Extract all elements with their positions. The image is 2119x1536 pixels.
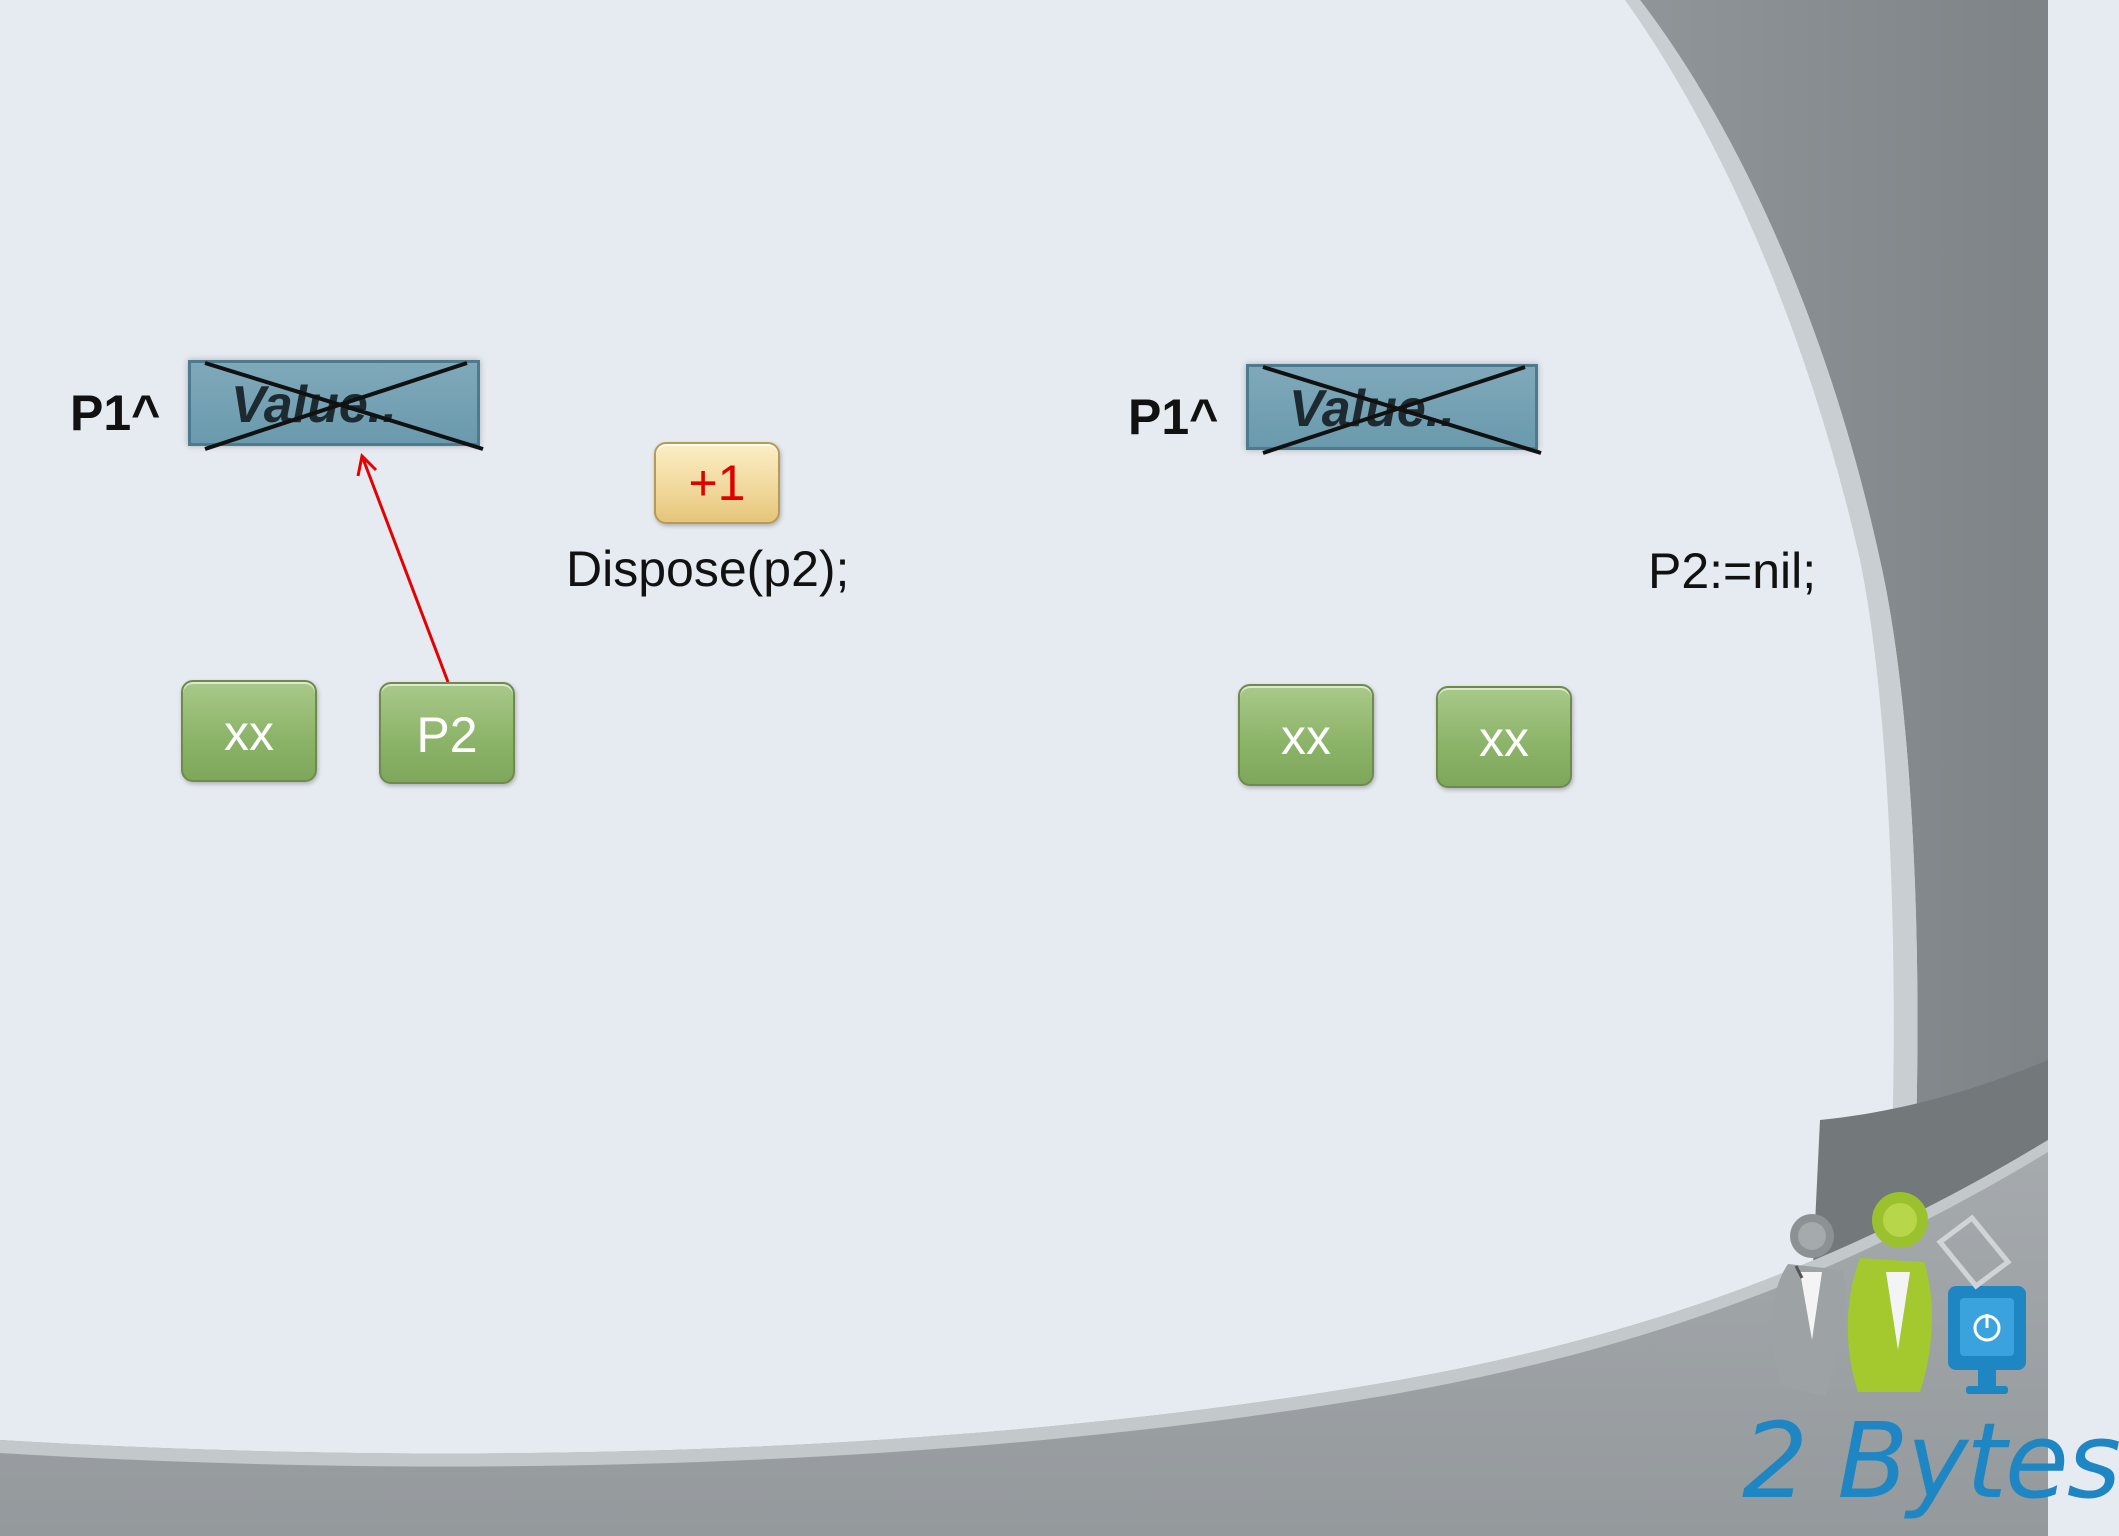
left-box-p2: P2 [379, 682, 515, 784]
right-value-label: Value.. [1289, 380, 1455, 438]
left-value-box: Value.. [188, 360, 484, 451]
two-bytes-logo-icon [1771, 1192, 2026, 1396]
right-code-statement: P2:=nil; [1648, 543, 1817, 599]
left-value-label: Value.. [231, 376, 397, 434]
right-cross-out [1262, 365, 1542, 455]
left-code-statement: Dispose(p2); [566, 541, 850, 597]
left-cross-out [204, 361, 484, 451]
left-box-xx: xx [181, 680, 317, 782]
left-pointer-label: P1^ [70, 385, 161, 441]
increment-badge: +1 [654, 442, 780, 524]
right-box-xx-2: xx [1436, 686, 1572, 788]
slide-background [0, 0, 2048, 1536]
right-pointer-label: P1^ [1128, 389, 1219, 445]
right-box-xx-1: xx [1238, 684, 1374, 786]
right-value-box: Value.. [1246, 364, 1542, 455]
brand-wordmark: 2 Bytes [1742, 1400, 2119, 1522]
